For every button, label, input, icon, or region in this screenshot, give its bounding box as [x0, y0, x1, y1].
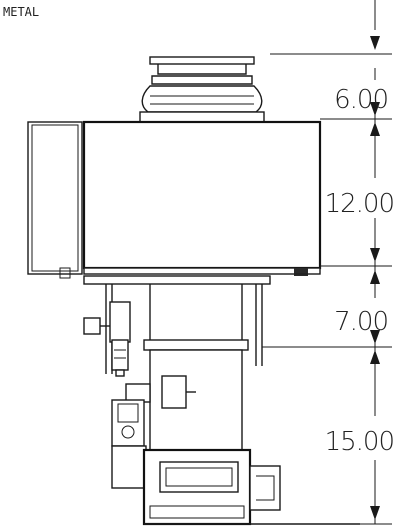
dimension-label: 7.00 — [334, 307, 388, 337]
slide-gate — [142, 448, 360, 526]
dimension-label: 6.00 — [334, 85, 388, 115]
lower-chute — [149, 349, 243, 451]
drawing-label: METAL — [3, 5, 39, 19]
hopper-body — [27, 120, 322, 279]
dimension-label: 15.00 — [325, 427, 394, 457]
dimension-lines — [262, 0, 392, 525]
inlet-flange — [139, 56, 265, 123]
mounting-plate — [83, 275, 271, 374]
solenoid-valve — [111, 383, 151, 489]
dimension-label: 12.00 — [325, 189, 394, 219]
air-regulator — [83, 301, 131, 377]
